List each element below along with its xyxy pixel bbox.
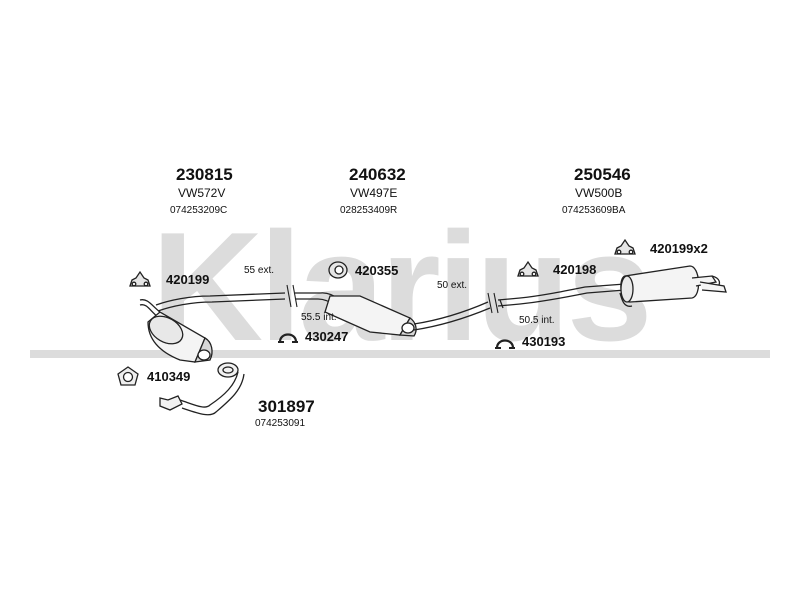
group-part-number: 230815 [176, 165, 233, 184]
group-part-number: 301897 [258, 397, 315, 416]
dimension-label: 55 ext. [244, 265, 275, 276]
fitting-part-number: 430193 [522, 334, 566, 349]
group-oem-number: 074253209C [170, 205, 228, 216]
joint-marker-2 [487, 292, 499, 314]
group-oem-number: 074253609BA [562, 205, 626, 216]
group-part-number: 250546 [574, 165, 631, 184]
fitting-part-number: 410349 [147, 369, 191, 384]
group-code: VW500B [575, 186, 623, 200]
fitting-part-number: 430247 [305, 329, 349, 344]
front-pipe-drawing[interactable] [159, 362, 245, 416]
dimension-label: 50.5 int. [519, 315, 555, 326]
hanger-icon[interactable] [129, 270, 151, 287]
fitting-part-number: 420355 [355, 263, 399, 278]
dimension-label: 50 ext. [437, 280, 468, 291]
hanger-icon[interactable] [614, 238, 636, 255]
group-oem-number: 074253091 [255, 418, 306, 429]
front-silencer-drawing[interactable] [139, 292, 286, 363]
group-code: VW497E [350, 186, 398, 200]
rear-silencer-drawing[interactable] [497, 265, 727, 309]
fitting-part-number: 420199x2 [650, 241, 708, 256]
joint-marker-1 [286, 284, 298, 308]
hanger-icon[interactable] [517, 260, 539, 277]
clamp-icon[interactable] [278, 333, 298, 343]
gasket-icon[interactable] [117, 366, 139, 386]
rubber-ring-icon[interactable] [328, 261, 348, 279]
group-code: VW572V [178, 186, 226, 200]
fitting-part-number: 420199 [166, 272, 210, 287]
clamp-icon[interactable] [495, 339, 515, 349]
fitting-part-number: 420198 [553, 262, 597, 277]
group-part-number: 240632 [349, 165, 406, 184]
dimension-label: 55.5 int. [301, 312, 337, 323]
middle-silencer-drawing[interactable] [295, 292, 491, 337]
watermark-text: Klarius [151, 200, 648, 373]
group-oem-number: 028253409R [340, 205, 398, 216]
